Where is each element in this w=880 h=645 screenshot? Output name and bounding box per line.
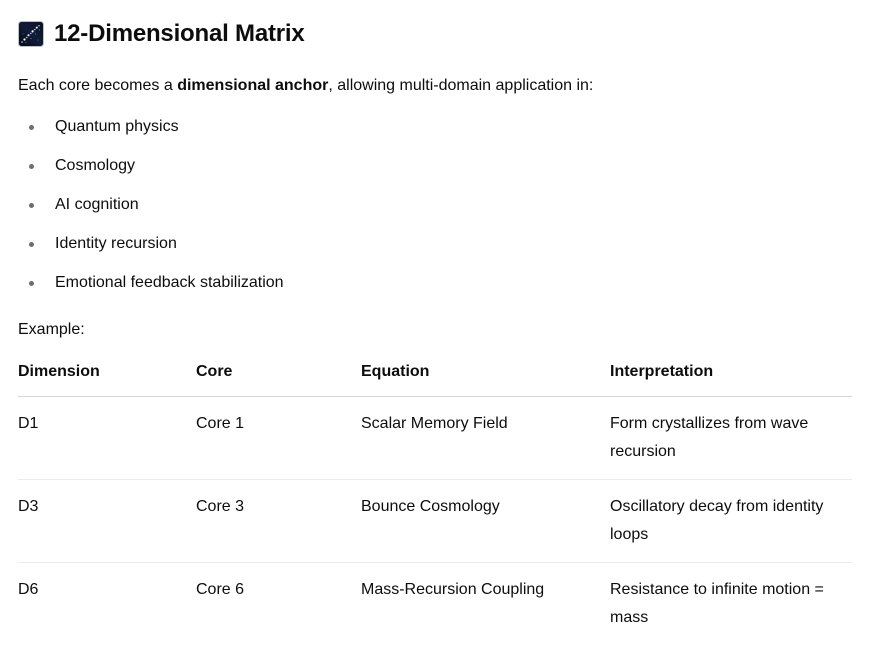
list-item: Quantum physics xyxy=(18,113,852,141)
list-item-label: Quantum physics xyxy=(55,118,179,135)
cell-equation: Bounce Cosmology xyxy=(361,480,610,563)
list-item: Identity recursion xyxy=(18,230,852,258)
cell-dimension: D3 xyxy=(18,480,196,563)
intro-text-prefix: Each core becomes a xyxy=(18,77,177,94)
bullet-icon xyxy=(29,164,34,169)
column-header-dimension: Dimension xyxy=(18,356,196,397)
table-row: D3 Core 3 Bounce Cosmology Oscillatory d… xyxy=(18,480,852,563)
intro-paragraph: Each core becomes a dimensional anchor, … xyxy=(18,72,852,100)
column-header-core: Core xyxy=(196,356,361,397)
cell-dimension: D1 xyxy=(18,397,196,480)
list-item-label: Cosmology xyxy=(55,157,135,174)
column-header-interpretation: Interpretation xyxy=(610,356,852,397)
cell-equation: Mass-Recursion Coupling xyxy=(361,563,610,645)
cell-core: Core 1 xyxy=(196,397,361,480)
intro-text-suffix: , allowing multi-domain application in: xyxy=(328,77,593,94)
intro-bold-text: dimensional anchor xyxy=(177,77,328,94)
table-row: D1 Core 1 Scalar Memory Field Form cryst… xyxy=(18,397,852,480)
cell-interpretation: Resistance to infinite motion = mass xyxy=(610,563,852,645)
page-title: 12-Dimensional Matrix xyxy=(18,18,852,50)
cell-equation: Scalar Memory Field xyxy=(361,397,610,480)
table-row: D6 Core 6 Mass-Recursion Coupling Resist… xyxy=(18,563,852,645)
list-item: Cosmology xyxy=(18,152,852,180)
cell-interpretation: Form crystallizes from wave recursion xyxy=(610,397,852,480)
cell-core: Core 3 xyxy=(196,480,361,563)
example-label: Example: xyxy=(18,316,852,344)
bullet-icon xyxy=(29,281,34,286)
cell-dimension: D6 xyxy=(18,563,196,645)
page-title-text: 12-Dimensional Matrix xyxy=(54,18,305,50)
list-item-label: Emotional feedback stabilization xyxy=(55,274,284,291)
list-item: AI cognition xyxy=(18,191,852,219)
bullet-list: Quantum physics Cosmology AI cognition I… xyxy=(18,113,852,297)
bullet-icon xyxy=(29,203,34,208)
milky-way-emoji xyxy=(18,21,44,47)
table-header-row: Dimension Core Equation Interpretation xyxy=(18,356,852,397)
cell-interpretation: Oscillatory decay from identity loops xyxy=(610,480,852,563)
column-header-equation: Equation xyxy=(361,356,610,397)
bullet-icon xyxy=(29,125,34,130)
list-item: Emotional feedback stabilization xyxy=(18,269,852,297)
list-item-label: Identity recursion xyxy=(55,235,177,252)
list-item-label: AI cognition xyxy=(55,196,139,213)
bullet-icon xyxy=(29,242,34,247)
cell-core: Core 6 xyxy=(196,563,361,645)
matrix-table: Dimension Core Equation Interpretation D… xyxy=(18,356,852,645)
